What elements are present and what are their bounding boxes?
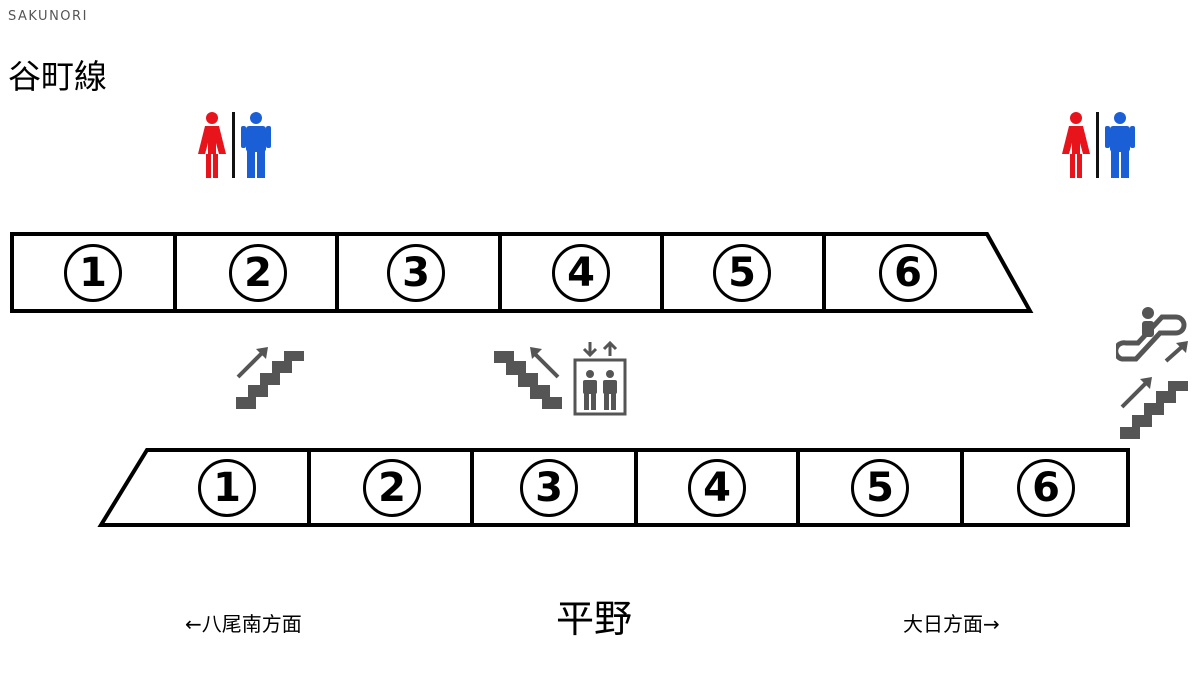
escalator-up-icon <box>1116 307 1188 363</box>
upper-platform-outline <box>10 232 1034 313</box>
direction-left-label: ←八尾南方面 <box>185 612 302 636</box>
stairs-down-icon <box>494 347 562 409</box>
car-number: 1 <box>198 459 256 517</box>
car-number: 5 <box>851 459 909 517</box>
restroom-icon <box>198 112 271 178</box>
car-number: 3 <box>520 459 578 517</box>
direction-right-label: 大日方面→ <box>903 612 1000 636</box>
car-number: 3 <box>387 244 445 302</box>
watermark: SAKUNORI <box>8 9 88 24</box>
car-number: 4 <box>688 459 746 517</box>
restroom-icon <box>1062 112 1135 178</box>
lower-platform-outline <box>97 448 1130 527</box>
car-number: 2 <box>363 459 421 517</box>
line-title: 谷町線 <box>8 57 107 96</box>
car-number: 6 <box>1017 459 1075 517</box>
car-number: 4 <box>552 244 610 302</box>
car-number: 1 <box>64 244 122 302</box>
car-number: 6 <box>879 244 937 302</box>
car-number: 2 <box>229 244 287 302</box>
stairs-up-icon <box>236 347 304 409</box>
stairs-up-icon <box>1120 377 1188 439</box>
car-number: 5 <box>713 244 771 302</box>
station-name: 平野 <box>556 597 633 641</box>
elevator-icon <box>573 340 627 416</box>
